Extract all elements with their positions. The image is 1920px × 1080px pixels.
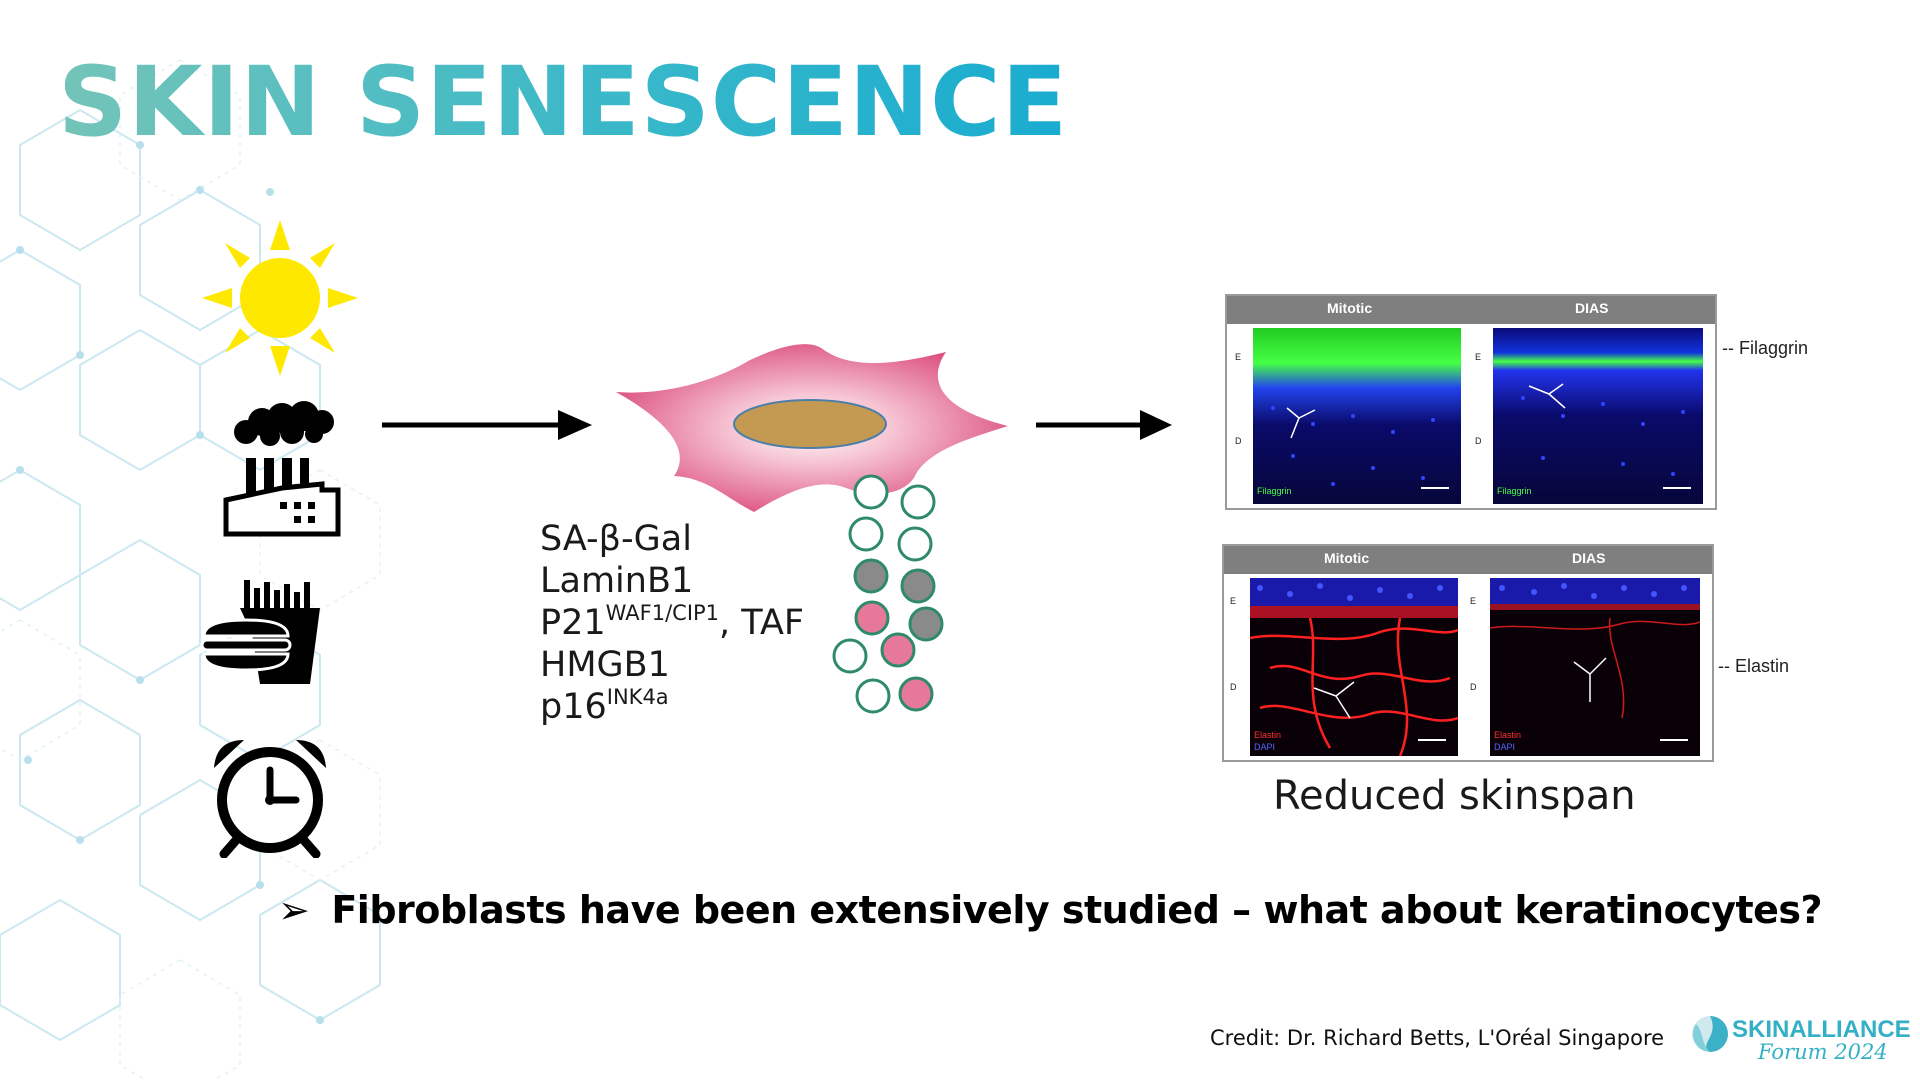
- elastin-header: Mitotic DIAS: [1224, 546, 1712, 574]
- elastin-side-label: -- Elastin: [1718, 656, 1790, 676]
- filaggrin-side-label: -- Filaggrin: [1722, 338, 1809, 358]
- image-credit: Credit: Dr. Richard Betts, L'Oréal Singa…: [1210, 1026, 1665, 1050]
- svg-text:Elastin: Elastin: [1494, 730, 1521, 740]
- filaggrin-dias-image: Filaggrin: [1493, 328, 1703, 504]
- senescent-cell: [610, 338, 1010, 522]
- svg-text:DAPI: DAPI: [1254, 742, 1275, 752]
- marker-p16: p16INK4a: [540, 685, 669, 728]
- cell-nucleus: [733, 399, 887, 449]
- alarm-clock-icon: [208, 734, 332, 858]
- arrow-bullet-icon: ➢: [278, 888, 310, 932]
- sun-icon: [200, 218, 360, 378]
- fast-food-icon: [200, 574, 330, 694]
- logo-subtitle: Forum 2024: [1758, 1040, 1888, 1064]
- filaggrin-mitotic-image: Filaggrin: [1253, 328, 1461, 504]
- marker-sa-beta-gal: SA-β-Gal: [540, 519, 692, 559]
- marker-hmgb1: HMGB1: [540, 645, 670, 685]
- svg-text:DAPI: DAPI: [1494, 742, 1515, 752]
- filaggrin-micrograph: Mitotic DIAS E D E D Filaggr: [1225, 294, 1717, 510]
- svg-text:Filaggrin: Filaggrin: [1497, 486, 1532, 496]
- outcome-label: Reduced skinspan: [1273, 773, 1636, 819]
- arrow-to-outcome: [1036, 408, 1172, 446]
- elastin-micrograph: Mitotic DIAS E D E D Elastin: [1222, 544, 1714, 762]
- factory-icon: [222, 398, 352, 538]
- slide-title: SKIN SENESCENCE: [58, 46, 1069, 158]
- logo-wordmark: SKINALLIANCE: [1732, 1016, 1911, 1043]
- svg-text:Elastin: Elastin: [1254, 730, 1281, 740]
- elastin-mitotic-image: Elastin DAPI: [1250, 578, 1458, 756]
- filaggrin-header: Mitotic DIAS: [1227, 296, 1715, 324]
- marker-p21-taf: P21WAF1/CIP1, TAF: [540, 601, 805, 644]
- marker-laminb1: LaminB1: [540, 561, 694, 601]
- skinalliance-logo-icon: [1690, 1014, 1730, 1058]
- senescence-markers-list: SA-β-Gal LaminB1 P21WAF1/CIP1, TAF HMGB1…: [540, 518, 804, 728]
- hexagon-background: [0, 59, 381, 1080]
- elastin-dias-image: Elastin DAPI: [1490, 578, 1700, 756]
- arrow-to-cell: [382, 408, 592, 446]
- svg-text:Filaggrin: Filaggrin: [1257, 486, 1292, 496]
- secreted-vesicles: [826, 472, 946, 726]
- key-question-bullet: ➢Fibroblasts have been extensively studi…: [278, 888, 1823, 932]
